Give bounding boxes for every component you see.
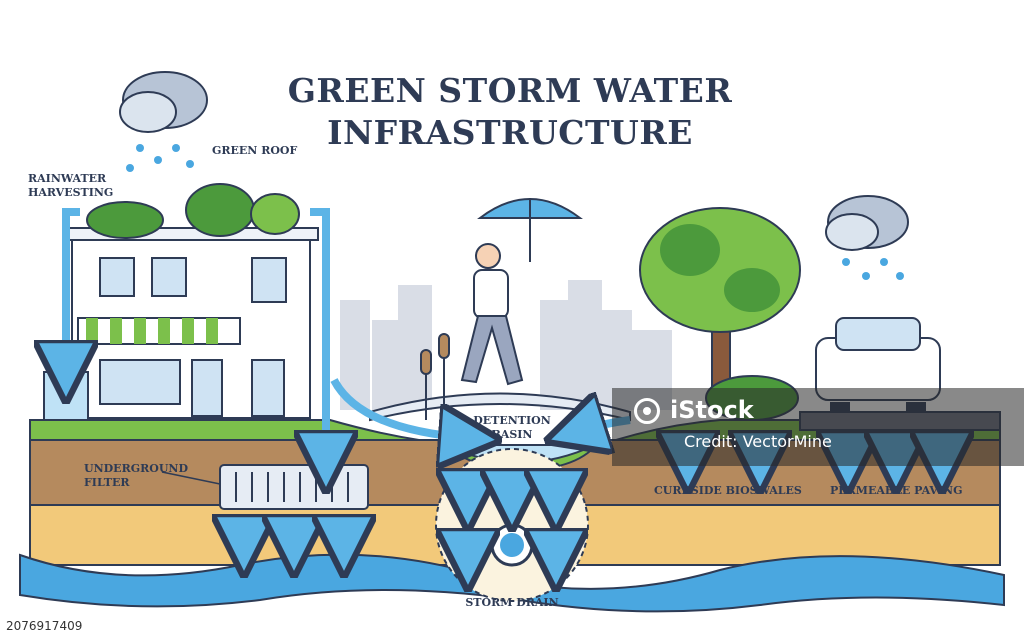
watermark-brand: iStock xyxy=(670,396,754,424)
label-rainwater-harvesting: RAINWATER HARVESTING xyxy=(28,172,114,199)
cloud-left-icon xyxy=(119,71,208,133)
stock-id: 2076917409 xyxy=(6,619,83,633)
tree xyxy=(639,207,801,411)
underground-filter xyxy=(219,464,369,510)
diagram-title: GREEN STORM WATER INFRASTRUCTURE xyxy=(240,70,780,154)
arrow-roof-to-filter xyxy=(310,208,326,462)
raindrops-left xyxy=(126,144,194,172)
person-with-umbrella xyxy=(460,198,583,386)
watermark-banner: iStock Credit: VectorMine xyxy=(612,388,1024,466)
title-line-2: INFRASTRUCTURE xyxy=(327,113,693,152)
watermark-credit: Credit: VectorMine xyxy=(684,432,832,451)
label-permeable-paving: PERMEABLE PAVING xyxy=(830,484,963,497)
label-green-roof: GREEN ROOF xyxy=(212,144,298,157)
title-line-1: GREEN STORM WATER xyxy=(287,71,733,110)
label-storm-drain: STORM DRAIN xyxy=(465,596,559,609)
rain-barrel xyxy=(43,371,89,421)
car xyxy=(815,317,941,414)
arrow-building-to-basin xyxy=(330,378,470,438)
arrow-rainwater-downpipe xyxy=(66,208,80,372)
storm-drain-cutaway xyxy=(435,448,589,602)
filter-leader-line xyxy=(161,471,221,485)
stock-id-bar: 2076917409 xyxy=(0,614,1024,640)
label-curbside-bioswales: CURBSIDE BIOSWALES xyxy=(654,484,802,497)
cloud-right-icon xyxy=(825,195,909,251)
awning xyxy=(77,317,241,345)
green-roof-plants xyxy=(86,183,300,239)
raindrops-right xyxy=(842,258,904,280)
label-detention-basin: DETENTION BASIN xyxy=(473,414,551,441)
istock-logo-icon xyxy=(634,398,660,424)
label-underground-filter: UNDERGROUND FILTER xyxy=(84,462,189,489)
city-skyline xyxy=(340,280,672,410)
